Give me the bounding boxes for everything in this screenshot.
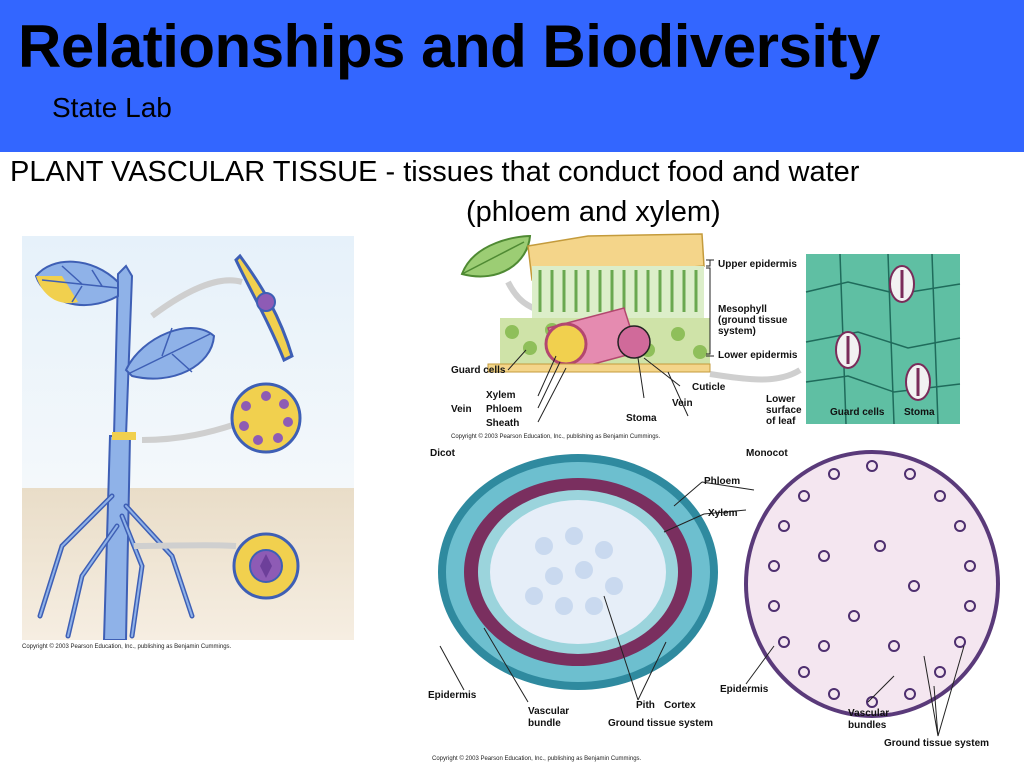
- label-cortex: Cortex: [664, 700, 696, 711]
- label-cuticle: Cuticle: [692, 382, 726, 393]
- leaf-cross-section-illustration: [460, 233, 961, 425]
- label-stoma: Stoma: [626, 413, 657, 424]
- label-mesophyll: Mesophyll: [718, 304, 767, 315]
- label-lower: Lower: [766, 394, 796, 405]
- description-line-2: (phloem and xylem): [466, 196, 721, 228]
- label-ground-tissue-system: Ground tissue system: [608, 718, 714, 729]
- label-stoma-2: Stoma: [904, 407, 935, 418]
- label-epidermis: Epidermis: [428, 690, 477, 701]
- label-vein: Vein: [451, 404, 472, 415]
- label-xylem: Xylem: [486, 390, 516, 401]
- plant-copyright: Copyright © 2003 Pearson Education, Inc.…: [22, 644, 232, 650]
- label-system: system): [718, 326, 756, 337]
- label-vascular: Vascular: [528, 706, 570, 717]
- slide-subtitle: State Lab: [52, 92, 172, 123]
- label-vein-2: Vein: [672, 398, 693, 409]
- label-bundle: bundle: [528, 718, 561, 729]
- plant-illustration: [22, 236, 354, 641]
- stem-cross-section-illustration: [438, 450, 1000, 737]
- title-banner: Relationships and Biodiversity State Lab: [0, 0, 1024, 152]
- slide-title: Relationships and Biodiversity: [18, 13, 880, 80]
- label-of-leaf: of leaf: [766, 416, 796, 427]
- label-guard-cells: Guard cells: [451, 365, 506, 376]
- label-vascular-bundles: Vascular: [848, 708, 890, 719]
- leaf-anatomy-figure: Upper epidermis Mesophyll (ground tissue…: [448, 232, 968, 444]
- label-bundles: bundles: [848, 720, 887, 731]
- label-lower-epidermis: Lower epidermis: [718, 350, 798, 361]
- label-epidermis-2: Epidermis: [720, 684, 769, 695]
- label-dicot: Dicot: [430, 448, 455, 459]
- label-upper-epidermis: Upper epidermis: [718, 259, 797, 270]
- label-ground-tissue-system-2: Ground tissue system: [884, 738, 990, 749]
- plant-vascular-figure: Copyright © 2003 Pearson Education, Inc.…: [22, 236, 354, 656]
- label-surface: surface: [766, 405, 802, 416]
- label-pith: Pith: [636, 700, 655, 711]
- label-ground-tissue: (ground tissue: [718, 315, 788, 326]
- label-phloem: Phloem: [486, 404, 523, 415]
- label-xylem: Xylem: [708, 508, 738, 519]
- label-monocot: Monocot: [746, 448, 788, 459]
- leaf-copyright: Copyright © 2003 Pearson Education, Inc.…: [451, 434, 661, 440]
- label-guard-cells-2: Guard cells: [830, 407, 885, 418]
- label-sheath: Sheath: [486, 418, 520, 429]
- description-line-1: PLANT VASCULAR TISSUE - tissues that con…: [10, 156, 860, 188]
- label-phloem: Phloem: [704, 476, 741, 487]
- stem-copyright: Copyright © 2003 Pearson Education, Inc.…: [432, 756, 642, 762]
- stem-cross-section-figure: Dicot Monocot Phloem Xylem Epidermis Vas…: [424, 446, 1014, 766]
